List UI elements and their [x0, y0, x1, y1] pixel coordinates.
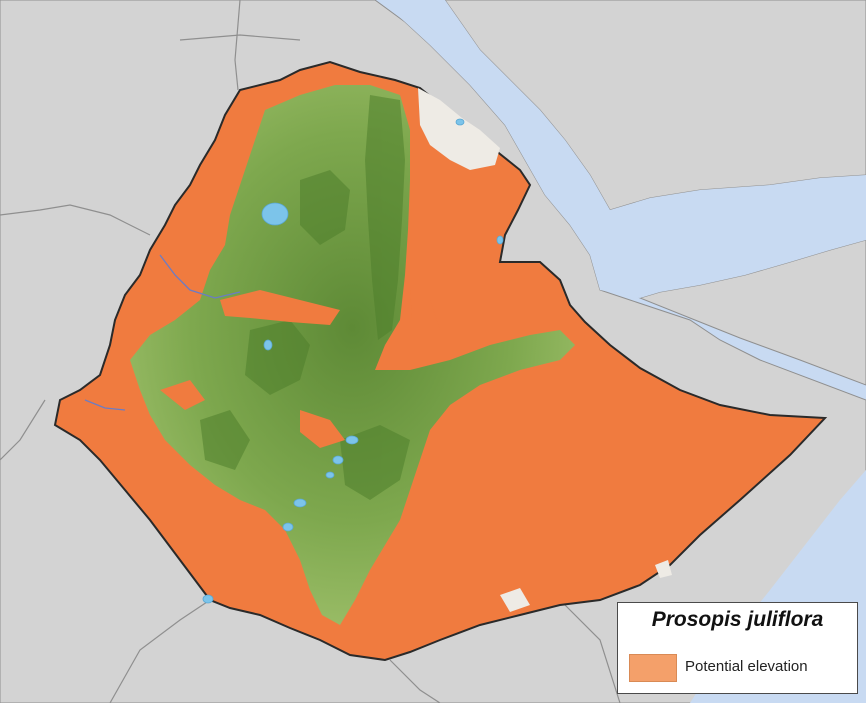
- highlands: [130, 85, 575, 625]
- red-sea: [380, 0, 866, 298]
- unsuitable-north: [418, 88, 500, 170]
- rivers: [84, 254, 241, 411]
- legend-title: Prosopis juliflora: [651, 608, 824, 631]
- map-legend: Prosopis juliflora Potential elevation: [617, 602, 858, 694]
- lakes: [202, 118, 504, 604]
- legend-label-potential-elevation: Potential elevation: [685, 658, 808, 675]
- legend-swatch-potential-elevation: [629, 654, 677, 682]
- unsuitable-patches: [500, 560, 672, 612]
- neighbor-borders: [0, 0, 621, 703]
- highland-ridges: [200, 95, 410, 500]
- valley-intrusions: [160, 290, 440, 448]
